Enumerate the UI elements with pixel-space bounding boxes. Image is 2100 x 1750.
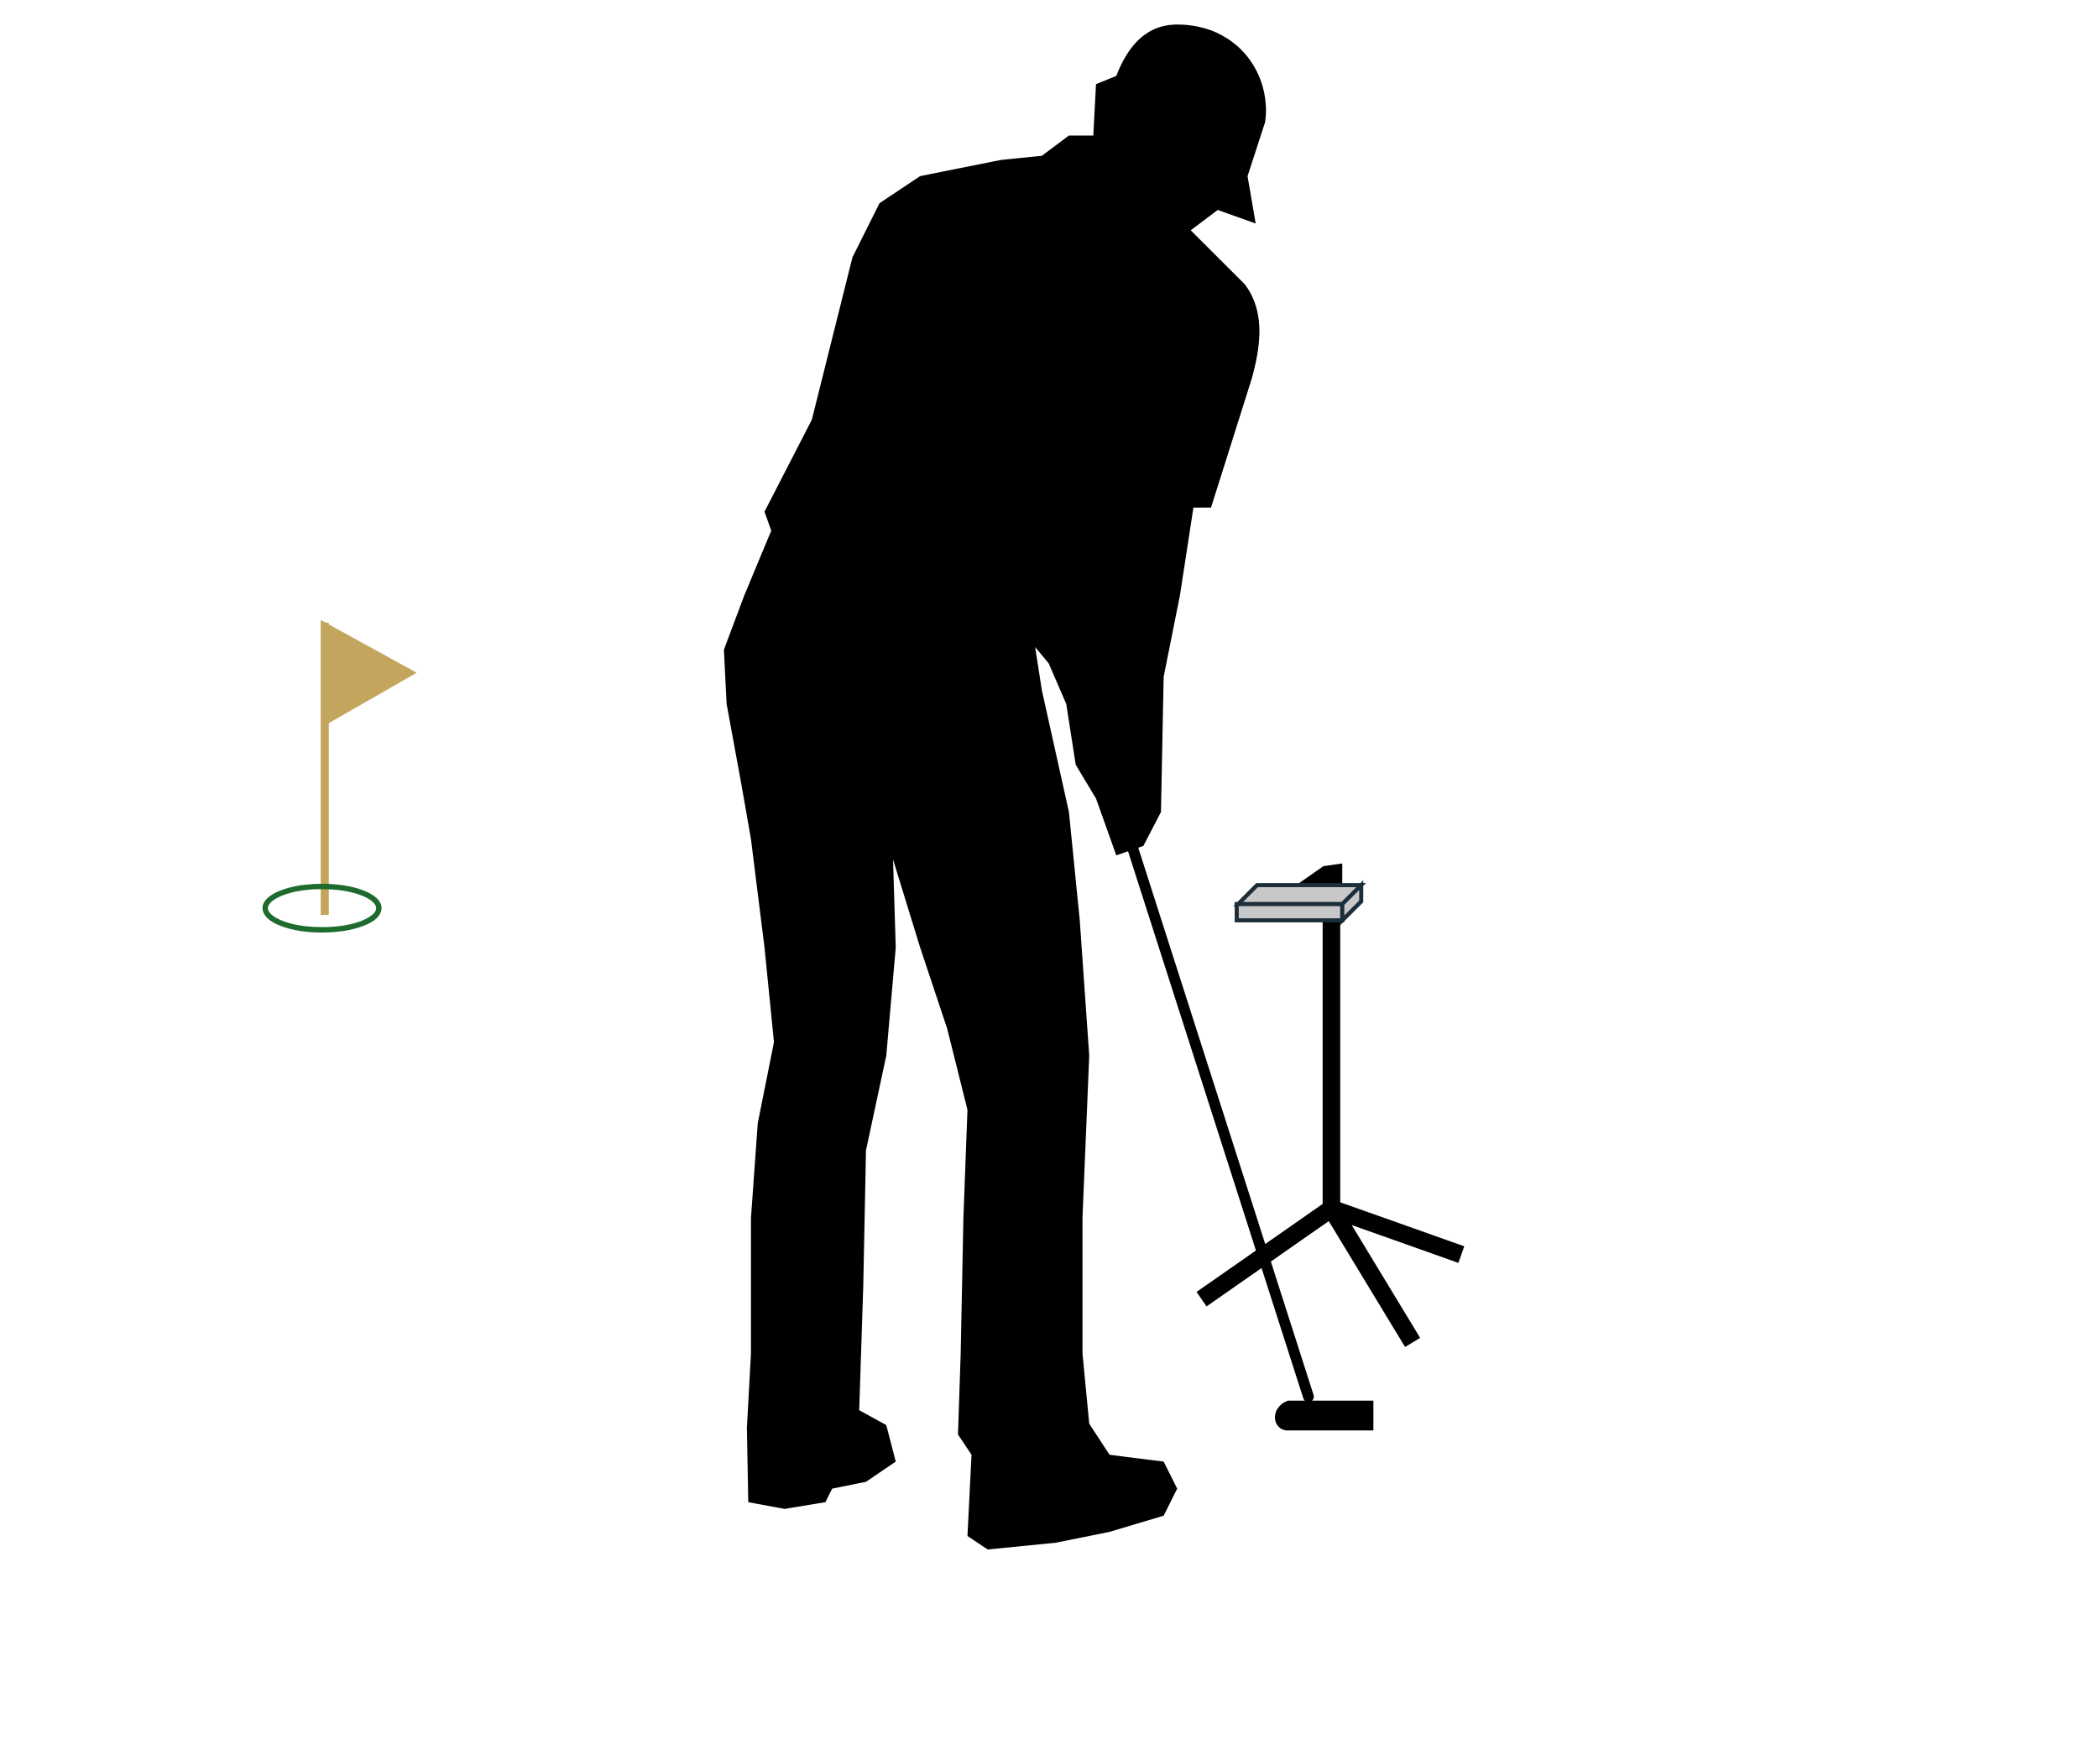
putter-shaft: [1124, 833, 1314, 1403]
golf-flag: [321, 619, 417, 916]
golfer-silhouette: [724, 24, 1267, 1550]
putter: [1124, 833, 1374, 1431]
golf-hole: [262, 883, 382, 933]
flag-pennant: [321, 619, 417, 726]
flag-pole: [321, 622, 329, 916]
tripod-leg-left: [1196, 1201, 1337, 1307]
sensor-device: [1233, 863, 1366, 926]
sensor-tripod: [1196, 915, 1465, 1347]
device-mount-icon: [1296, 863, 1343, 885]
tripod-leg-center: [1324, 1204, 1421, 1347]
device-front: [1235, 901, 1345, 922]
tripod-leg-right: [1328, 1200, 1465, 1263]
device-side: [1340, 880, 1364, 926]
putter-head: [1274, 1400, 1374, 1431]
